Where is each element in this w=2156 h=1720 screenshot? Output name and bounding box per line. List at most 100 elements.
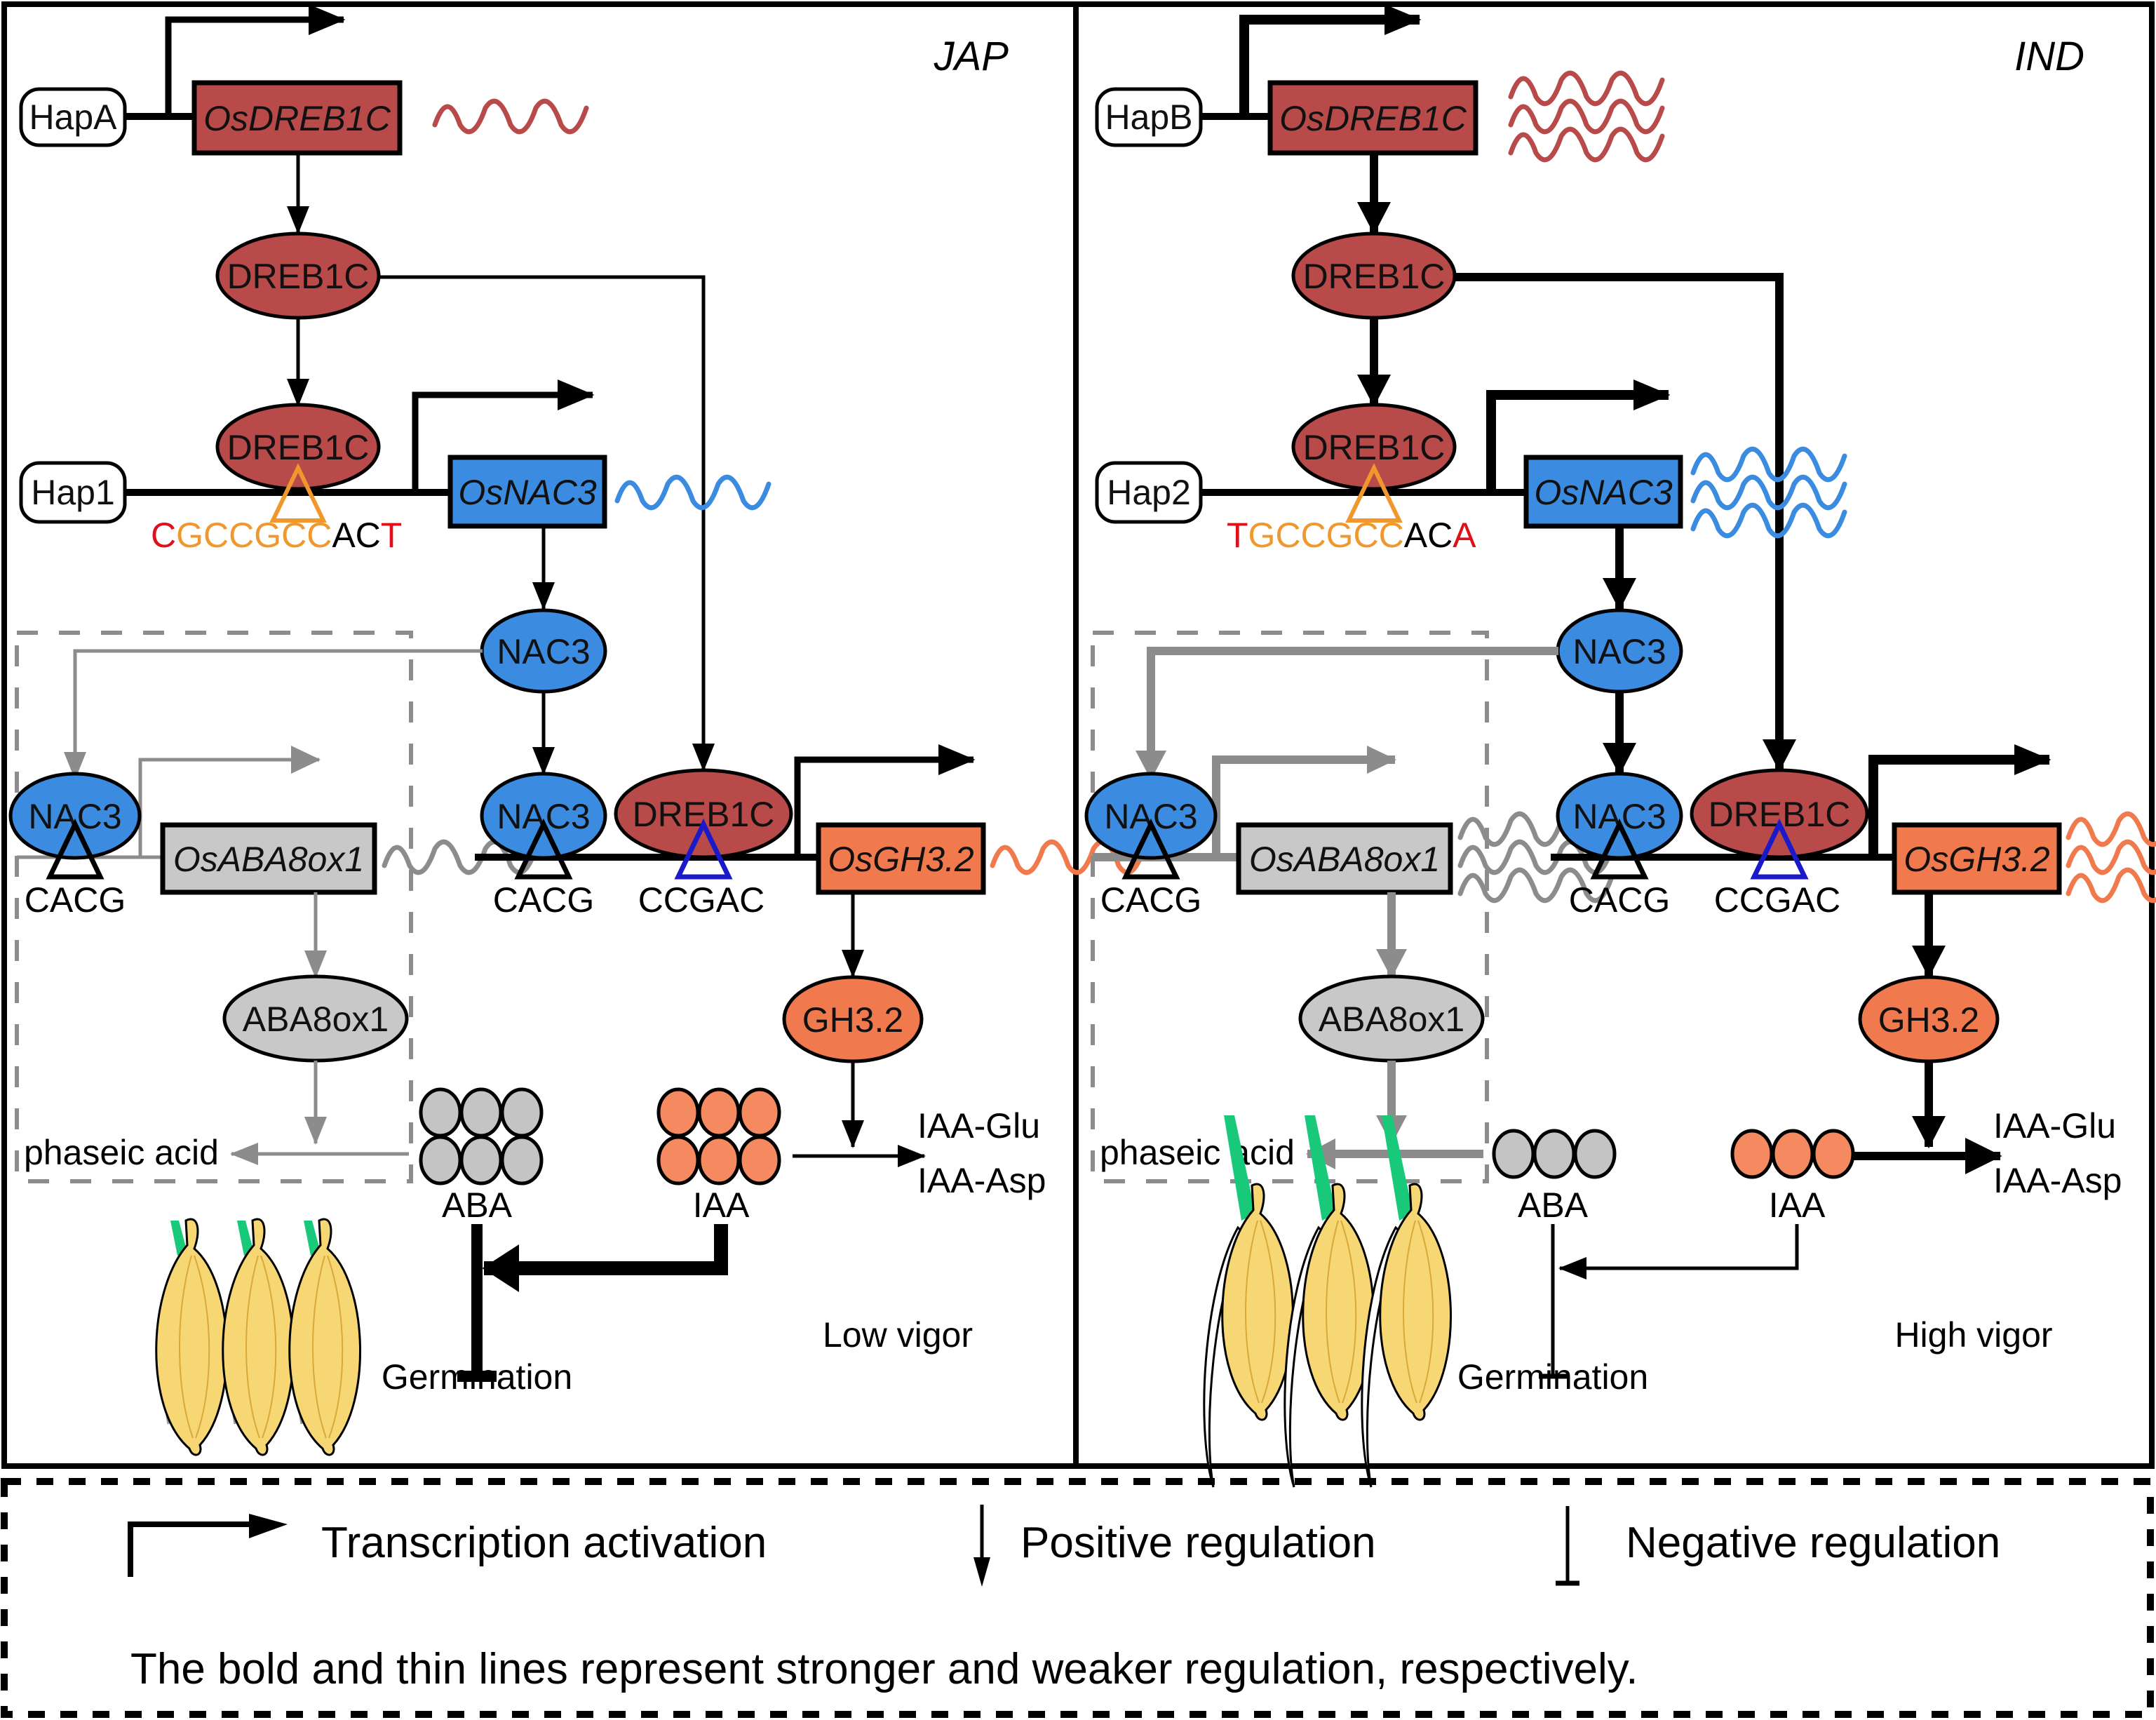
motif-label-cacg-left: CACG [25, 880, 126, 920]
transcript-wave-nac-line [1690, 446, 1847, 483]
protein-nac3-bound-left-label: NAC3 [28, 797, 121, 836]
positive-arrow-dreb-protein-head [287, 206, 309, 234]
molecule-circle [656, 1135, 700, 1185]
positive-arrow-nac-bound-center [1603, 692, 1636, 776]
protein-aba8ox1: ABA8ox1 [222, 974, 409, 1063]
positive-arrow-nac-to-aba8ox1-line [1147, 647, 1558, 779]
transcript-wave-gh3-line [990, 839, 1147, 875]
motif-triangle-cacg-center [1590, 818, 1649, 880]
iaa-molecules [1730, 1129, 1855, 1179]
molecule-circle [1532, 1129, 1576, 1179]
positive-arrow-gh3-conjugation [1912, 1061, 1946, 1149]
protein-dreb1c-bound-center: DREB1C [1690, 768, 1869, 859]
protein-dreb1c-label: DREB1C [227, 257, 370, 296]
gene-osdreb1c-shape [191, 80, 403, 156]
grain-vein [1245, 1220, 1260, 1404]
positive-arrow-nac-protein-head [1603, 578, 1636, 611]
positive-arrow-dreb-protein-head [1357, 202, 1391, 235]
transcription-arrow-aba8ox1-head [291, 746, 321, 774]
molecule-circle [500, 1087, 544, 1138]
positive-arrow-nac-to-aba8ox1-head [1136, 751, 1166, 780]
legend-frame [1, 1478, 2154, 1718]
molecule-circle [738, 1087, 781, 1138]
haplotype-box-nac: Hap2 [1095, 461, 1203, 524]
positive-arrow-gh3-conjugation [842, 1061, 864, 1148]
transcript-wave-gh3-line [2066, 867, 2156, 903]
panel-title: JAP [934, 34, 1009, 79]
transcription-arrow-dreb-line [1239, 15, 1420, 116]
positive-arrow-nac-to-aba8ox1 [1136, 647, 1558, 780]
positive-arrow-dreb-to-gh3 [1455, 273, 1796, 772]
gene-osgh3-2: OsGH3.2 [1892, 822, 2062, 895]
grain-vein [312, 1255, 327, 1439]
grain-vein [194, 1255, 210, 1439]
positive-arrow-nac-bound-center-head [1603, 743, 1636, 776]
transcript-wave-aba8ox1-line [1457, 839, 1615, 875]
positive-arrow-gh3-conjugation-head [842, 1120, 864, 1148]
transcription-arrow-nac-line [1486, 390, 1669, 492]
transcript-wave-nac [614, 474, 772, 511]
gene-osaba8ox1-shape [1236, 822, 1453, 895]
positive-arrow-dreb-bound [1357, 318, 1391, 408]
haplotype-box-top: HapA [19, 87, 127, 147]
hormone-label-aba: ABA [442, 1185, 513, 1225]
molecule-circle [1573, 1129, 1617, 1179]
positive-arrow-gh3-protein [842, 892, 864, 978]
motif-label-cacg-left: CACG [1100, 880, 1201, 920]
sequence-base: GCCGCC [176, 516, 332, 555]
product-phaseic-acid: phaseic acid [1100, 1133, 1295, 1172]
molecule-circle [697, 1087, 741, 1138]
transcription-arrow-nac-head [558, 379, 595, 410]
positive-arrow-dreb-to-gh3-head [692, 744, 715, 772]
molecule-circle [1771, 1129, 1814, 1179]
sequence-base: T [381, 516, 403, 555]
vigor-label: Low vigor [823, 1315, 973, 1355]
shoot [237, 1221, 254, 1256]
positive-arrow-nac-protein-head [532, 582, 555, 610]
grain-vein [260, 1255, 277, 1439]
haplotype-box-top-label: HapB [1105, 98, 1192, 137]
positive-arrow-gh3-protein-head [842, 950, 864, 978]
protein-gh3-2-label: GH3.2 [1878, 1000, 1980, 1040]
positive-arrow-dreb-to-gh3 [379, 275, 715, 772]
sequence-base: GCCGCC [1248, 516, 1404, 555]
motif-triangle-cacg-left [1121, 818, 1180, 880]
protein-nac3-bound-left-shape [1084, 772, 1218, 860]
transcription-arrow-dreb [165, 4, 346, 116]
molecule-circle [1730, 1129, 1774, 1179]
legend-label-negative-regulation: Negative regulation [1626, 1519, 2000, 1567]
grain-vein [179, 1255, 194, 1439]
molecule-circle [419, 1135, 462, 1185]
positive-arrow-nac-protein [1603, 526, 1636, 611]
transcript-wave-dreb [1508, 70, 1665, 163]
haplotype-box-nac: Hap1 [19, 461, 127, 524]
grain [288, 1218, 362, 1456]
transcription-arrow-gh3-head [938, 744, 976, 775]
positive-arrow-nac-to-aba8ox1-head [64, 752, 86, 780]
outcome-germination: Germination [1457, 1357, 1648, 1397]
motif-triangle-ccgac [1750, 818, 1809, 880]
grain [222, 1218, 295, 1456]
grain-vein [1260, 1220, 1276, 1404]
product-iaa-asp: IAA-Asp [1993, 1161, 2122, 1200]
positive-arrow-iaa-to-aba-inhibition-line [484, 1224, 728, 1275]
product-iaa-glu: IAA-Glu [917, 1106, 1040, 1145]
gene-osaba8ox1: OsABA8ox1 [1236, 822, 1453, 895]
shoot [170, 1221, 187, 1256]
protein-nac3-bound-center: NAC3 [480, 772, 607, 860]
conversion-arrow-phaseic-acid-head [230, 1143, 258, 1165]
positive-arrow-dreb-protein [1357, 153, 1391, 235]
rice-seed-illustration [1361, 1115, 1453, 1488]
rice-seed-illustration [1284, 1115, 1375, 1488]
positive-arrow-dreb-bound-head [287, 379, 309, 407]
molecule-circle [500, 1135, 544, 1185]
product-iaa-glu: IAA-Glu [1993, 1106, 2116, 1145]
outcome-germination: Germination [382, 1357, 572, 1397]
transcription-arrow-nac-line [412, 391, 593, 492]
positive-arrow-dreb-bound [287, 318, 309, 407]
positive-arrow-dreb-protein [287, 153, 309, 234]
transcription-arrow-nac [412, 379, 595, 492]
positive-arrow-nac-to-aba8ox1-line [73, 649, 483, 779]
protein-aba8ox1-label: ABA8ox1 [243, 1000, 389, 1039]
